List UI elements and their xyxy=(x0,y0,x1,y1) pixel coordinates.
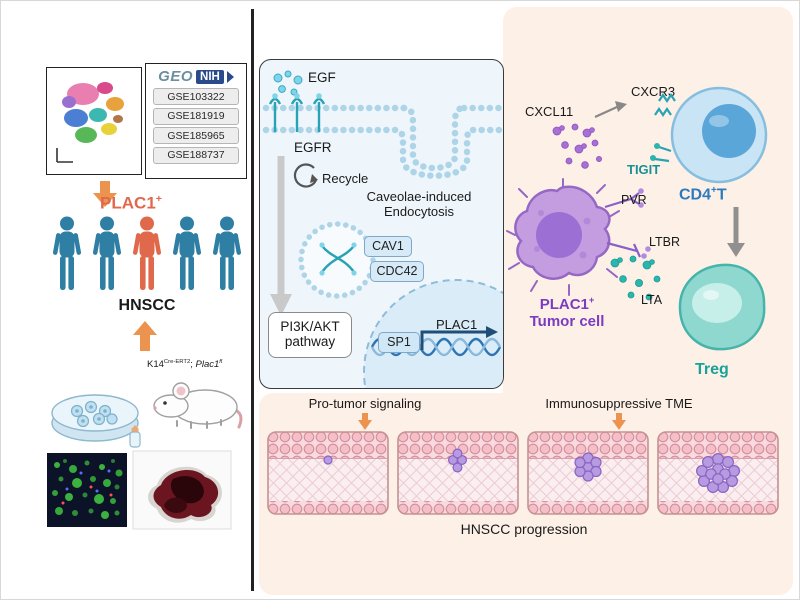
umap-clusters-icon xyxy=(56,82,124,163)
pro-tumor-label: Pro-tumor signaling xyxy=(308,396,422,411)
lta-molecules-icon xyxy=(610,255,661,301)
pi3k-akt-box: PI3K/AKT pathway xyxy=(268,312,352,358)
gse-accession: GSE188737 xyxy=(153,146,239,164)
nih-logo-text: NIH xyxy=(196,69,224,84)
cav1-box: CAV1 xyxy=(364,236,412,257)
sp1-box: SP1 xyxy=(378,332,420,353)
caveolar-vesicle-icon xyxy=(298,221,376,299)
tissue-stain-image xyxy=(132,450,232,530)
ltbr-label: LTBR xyxy=(649,235,681,249)
person-icon xyxy=(51,215,83,291)
plac1-positive-label: PLAC1+ xyxy=(100,193,162,213)
gse-accession: GSE185965 xyxy=(153,127,239,144)
pvr-label: PVR xyxy=(621,193,647,207)
cd4-to-treg-arrow-icon xyxy=(727,207,745,257)
person-icon xyxy=(171,215,203,291)
cxcl11-label: CXCL11 xyxy=(525,104,574,119)
plac1-positive-person-icon xyxy=(131,215,163,291)
recycle-label: Recycle xyxy=(322,171,369,186)
cxcl11-arrow-icon xyxy=(594,101,627,119)
egf-molecules-icon xyxy=(273,70,303,96)
caveolae-endocytosis-label: Caveolae-induced Endocytosis xyxy=(366,189,472,219)
geo-nih-logo: GEO NIH xyxy=(146,68,246,85)
up-arrow-icon xyxy=(133,321,157,351)
cdc42-box: CDC42 xyxy=(370,261,424,282)
hnscc-progression-caption: HNSCC progression xyxy=(460,521,588,537)
umap-plot-thumbnail xyxy=(46,67,142,175)
gse-accession: GSE103322 xyxy=(153,88,239,105)
person-icon xyxy=(211,215,243,291)
mouse-icon xyxy=(153,382,243,429)
cxcl11-molecules-icon xyxy=(552,123,603,169)
section-divider xyxy=(251,9,254,591)
tigit-label: TIGIT xyxy=(627,162,661,177)
treg-cell-icon xyxy=(678,263,766,351)
tissue-stage-2 xyxy=(397,431,519,515)
egfr-receptors-icon xyxy=(268,93,326,132)
gse-accession-list: GSE103322 GSE181919 GSE185965 GSE188737 xyxy=(146,88,246,164)
patient-cohort-icons xyxy=(51,215,243,291)
plac1-tumor-cell-label: PLAC1+ Tumor cell xyxy=(529,295,605,331)
geo-logo-text: GEO xyxy=(158,68,194,85)
egfr-label: EGFR xyxy=(294,140,332,155)
fluorescence-image xyxy=(47,453,127,527)
pro-tumor-arrow-icon xyxy=(358,413,372,430)
signaling-down-arrow-icon xyxy=(270,156,292,316)
tme-arrow-icon xyxy=(612,413,626,430)
down-arrow-icon xyxy=(93,181,117,207)
lta-label: LTA xyxy=(641,293,663,307)
pathway-panel: EGF EGFR Recycle Caveolae-induced Endocy… xyxy=(259,59,504,389)
tissue-stage-1 xyxy=(267,431,389,515)
bottle-icon xyxy=(129,425,141,448)
egf-label: EGF xyxy=(308,70,336,85)
cd4-t-label: CD4+T xyxy=(679,185,727,204)
person-icon xyxy=(91,215,123,291)
transcription-arrow-icon xyxy=(420,326,498,350)
petri-dish-icon xyxy=(51,394,139,442)
cell-membrane-icon xyxy=(262,104,503,179)
geo-datasets-box: GEO NIH GSE103322 GSE181919 GSE185965 GS… xyxy=(145,63,247,179)
tissue-stage-3 xyxy=(527,431,649,515)
nucleus-icon xyxy=(363,279,503,388)
immunosuppressive-tme-label: Immunosuppressive TME xyxy=(545,396,693,411)
hnscc-cohort-label: HNSCC xyxy=(118,297,176,314)
tumor-cell-icon xyxy=(506,178,651,296)
cd4-t-cell-icon xyxy=(650,86,768,184)
gse-accession: GSE181919 xyxy=(153,107,239,125)
mouse-genotype-label: K14Cre-ERT2; Plac1fl xyxy=(147,359,223,371)
tissue-stage-4 xyxy=(657,431,779,515)
treg-label: Treg xyxy=(695,361,729,378)
nih-chevron-icon xyxy=(226,70,234,83)
plac1-gene-label: PLAC1 xyxy=(436,317,478,332)
recycle-arrow-icon xyxy=(293,163,318,188)
